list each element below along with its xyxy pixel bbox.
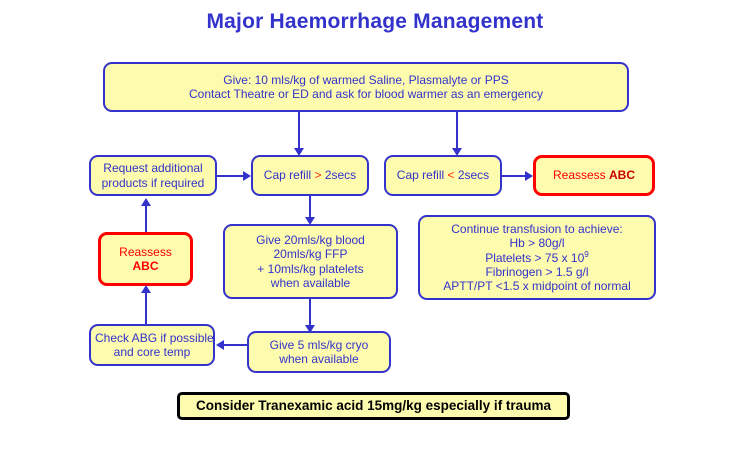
arrowhead-cap-gt-to-give-blood [305, 217, 315, 225]
reassess-right-abc: ABC [609, 168, 636, 183]
node-transfusion-targets: Continue transfusion to achieve: Hb > 80… [418, 215, 656, 300]
node-reassess-abc-right: Reassess ABC [533, 155, 655, 196]
transfusion-platelets-text: Platelets > 75 x 10 [485, 250, 585, 265]
transfusion-line-4: Fibrinogen > 1.5 g/l [485, 265, 589, 280]
reassess-left-line-2: ABC [132, 259, 159, 273]
node-give-cryo: Give 5 mls/kg cryo when available [247, 331, 391, 373]
initial-management-line-1: Give: 10 mls/kg of warmed Saline, Plasma… [223, 72, 509, 87]
arrowhead-top-to-cap-gt [294, 148, 304, 156]
give-cryo-line-1: Give 5 mls/kg cryo [269, 337, 369, 352]
request-products-line-2: products if required [101, 175, 205, 190]
give-blood-line-4: when available [270, 275, 351, 290]
arrowhead-cryo-to-abg [216, 340, 224, 350]
node-cap-refill-greater: Cap refill > 2secs [251, 155, 369, 196]
give-blood-line-1: Give 20mls/kg blood [256, 233, 365, 248]
tranexamic-text: Consider Tranexamic acid 15mg/kg especia… [196, 398, 551, 414]
cap-lt-prefix: Cap refill [396, 168, 448, 183]
node-initial-management: Give: 10 mls/kg of warmed Saline, Plasma… [103, 62, 629, 112]
cap-refill-greater-text: Cap refill > 2secs [257, 168, 363, 182]
transfusion-line-2: Hb > 80g/l [509, 235, 565, 250]
node-request-products: Request additional products if required [89, 155, 217, 196]
cap-gt-operator: > [314, 168, 322, 183]
arrowhead-cap-lt-to-reassess [525, 171, 533, 181]
connector-cap-lt-to-reassess [502, 175, 526, 177]
transfusion-line-5: APTT/PT <1.5 x midpoint of normal [443, 279, 631, 294]
connector-reassess-to-request [145, 205, 147, 232]
connector-cap-gt-to-give-blood [309, 196, 311, 219]
give-blood-line-2: 20mls/kg FFP [273, 247, 348, 262]
connector-give-blood-to-cryo [309, 299, 311, 327]
node-give-blood: Give 20mls/kg blood 20mls/kg FFP + 10mls… [223, 224, 398, 299]
connector-request-to-cap-gt [217, 175, 244, 177]
arrowhead-request-to-cap-gt [243, 171, 251, 181]
transfusion-platelets-exponent: 9 [584, 249, 589, 259]
arrowhead-give-blood-to-cryo [305, 325, 315, 333]
request-products-line-1: Request additional [103, 161, 203, 176]
node-tranexamic-banner: Consider Tranexamic acid 15mg/kg especia… [177, 392, 570, 420]
initial-management-line-2: Contact Theatre or ED and ask for blood … [189, 87, 543, 101]
check-abg-line-1: Check ABG if possible [95, 330, 214, 345]
cap-lt-operator: < [447, 168, 455, 183]
give-cryo-line-2: when available [279, 352, 359, 366]
node-check-abg: Check ABG if possible and core temp [89, 324, 215, 366]
reassess-right-word: Reassess [552, 168, 610, 183]
connector-cryo-to-abg [224, 344, 248, 346]
node-cap-refill-less: Cap refill < 2secs [384, 155, 502, 196]
reassess-left-line-1: Reassess [119, 244, 172, 259]
page-title: Major Haemorrhage Management [206, 10, 544, 33]
node-reassess-abc-left: Reassess ABC [98, 232, 193, 286]
cap-refill-less-text: Cap refill < 2secs [390, 168, 496, 182]
cap-gt-suffix: 2secs [321, 168, 357, 183]
arrowhead-top-to-cap-lt [452, 148, 462, 156]
reassess-right-text: Reassess ABC [540, 168, 648, 182]
cap-lt-suffix: 2secs [454, 168, 490, 183]
connector-abg-to-reassess [145, 292, 147, 325]
check-abg-line-2: and core temp [113, 345, 191, 359]
transfusion-line-3: Platelets > 75 x 109 [424, 250, 650, 265]
arrowhead-abg-to-reassess [141, 285, 151, 293]
give-blood-line-3: + 10mls/kg platelets [257, 261, 364, 276]
connector-top-to-cap-gt [298, 112, 300, 150]
cap-gt-prefix: Cap refill [263, 168, 315, 183]
arrowhead-reassess-to-request [141, 198, 151, 206]
connector-top-to-cap-lt [456, 112, 458, 150]
transfusion-line-1: Continue transfusion to achieve: [451, 221, 623, 236]
